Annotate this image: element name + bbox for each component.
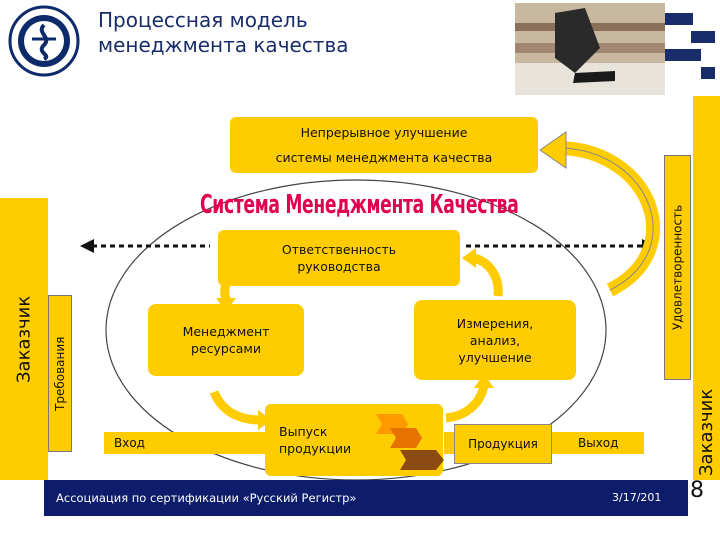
continuous-line-2: системы менеджмента качества xyxy=(275,150,493,165)
page-number: 8 xyxy=(690,478,704,503)
production-line-2: продукции xyxy=(279,441,352,456)
improvement-arrow-head xyxy=(539,131,567,169)
resource-line-2: ресурсами xyxy=(191,341,261,356)
cycle-arrow-bottom-left xyxy=(209,390,261,425)
satisfaction-label: Удовлетворенность xyxy=(664,155,691,380)
logo-emblem xyxy=(8,5,80,77)
input-bar: Вход xyxy=(104,432,266,454)
page-title: Процессная модель менеджмента качества xyxy=(98,8,349,58)
measurement-line-2: анализ, xyxy=(469,332,521,348)
production-line-1: Выпуск xyxy=(279,424,328,439)
responsibility-line-2: руководства xyxy=(297,259,381,274)
dashed-arrow-left-head xyxy=(80,239,94,253)
resource-management-box: Менеджмент ресурсами xyxy=(148,304,304,376)
customer-right: Заказчик xyxy=(693,96,720,480)
measurement-analysis-box: Измерения, анализ, улучшение xyxy=(414,300,576,380)
responsibility-line-1: Ответственность xyxy=(281,242,397,257)
improvement-curve xyxy=(559,141,660,297)
product-box: Продукция xyxy=(454,424,552,464)
measurement-line-1: Измерения, xyxy=(456,315,534,331)
output-label: Выход xyxy=(578,436,619,450)
cycle-arrow-top-right xyxy=(472,253,503,297)
footer-date: 3/17/201 xyxy=(612,491,662,504)
footer-bar xyxy=(44,480,688,516)
title-line-2: менеджмента качества xyxy=(98,33,349,57)
resource-line-1: Менеджмент xyxy=(182,324,270,339)
stairs-photo xyxy=(515,3,715,95)
continuous-line-1: Непрерывное улучшение xyxy=(300,125,468,140)
cycle-arrow-bottom-right xyxy=(445,384,489,423)
product-label: Продукция xyxy=(468,437,538,451)
continuous-improvement-box: Непрерывное улучшение системы менеджмент… xyxy=(230,117,538,173)
input-label: Вход xyxy=(114,436,145,450)
customer-left: Заказчик xyxy=(0,198,48,480)
system-title: Система Менеджмента Качества xyxy=(200,190,519,220)
footer-organization: Ассоциация по сертификации «Русский Реги… xyxy=(56,491,357,505)
requirements-label: Требования xyxy=(48,295,72,452)
measurement-line-3: улучшение xyxy=(458,349,532,365)
title-line-1: Процессная модель xyxy=(98,8,308,32)
production-chevrons xyxy=(376,414,444,470)
management-responsibility-box: Ответственность руководства xyxy=(218,230,460,286)
